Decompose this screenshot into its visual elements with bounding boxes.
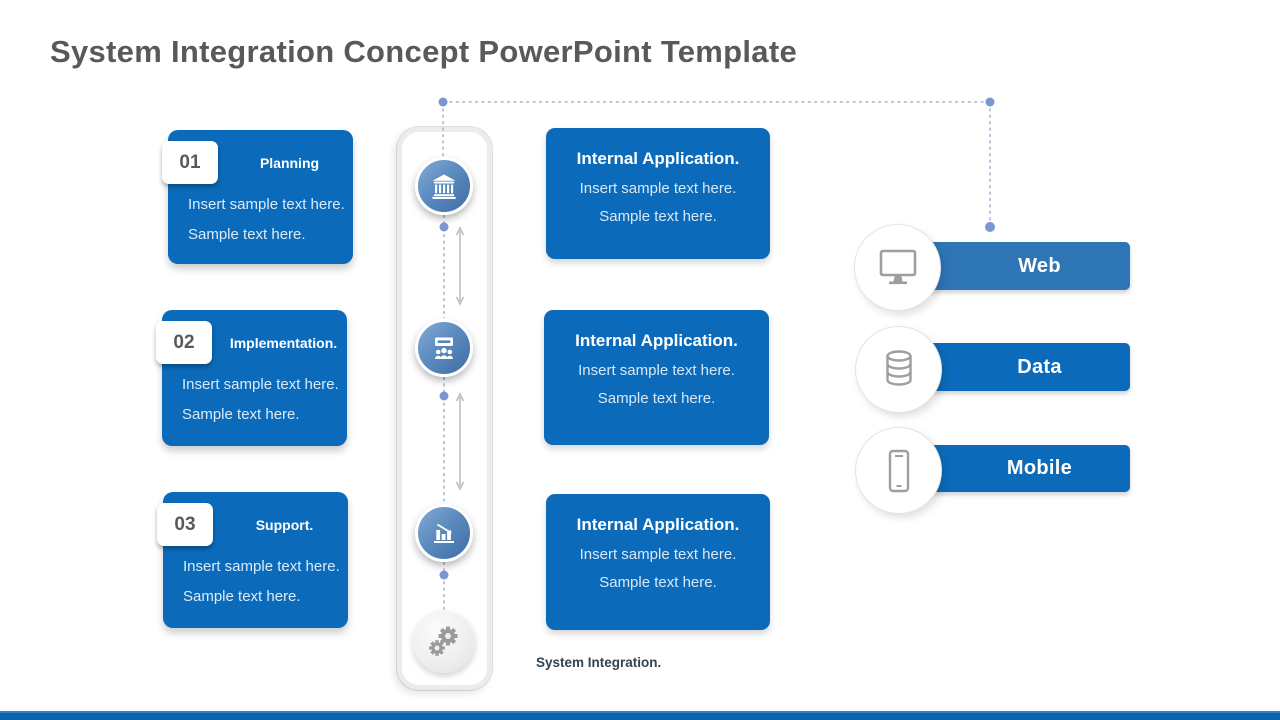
step-card-support: 03 Support. Insert sample text here. Sam… (157, 492, 348, 628)
bank-icon (432, 174, 456, 199)
platform-icon-circle-data (855, 326, 942, 413)
internal-application-card: Internal Application. Insert sample text… (544, 310, 769, 445)
platform-label: Web (1018, 254, 1061, 277)
step-body-line: Sample text here. (182, 406, 300, 423)
platform-icon-circle-mobile (855, 427, 942, 514)
internal-application-line: Insert sample text here. (579, 546, 737, 563)
step-number-tab: 01 (162, 141, 218, 184)
platform-icon-circle-web (854, 224, 941, 311)
internal-application-title: Internal Application. (576, 149, 740, 168)
step-card-planning: 01 Planning Insert sample text here. Sam… (162, 130, 353, 264)
step-body-line: Sample text here. (183, 588, 301, 605)
pipeline-node-meeting (415, 319, 473, 377)
internal-application-line: Insert sample text here. (578, 362, 735, 379)
internal-application-title: Internal Application. (576, 515, 740, 534)
internal-application-card: Internal Application. Insert sample text… (546, 128, 770, 259)
internal-application-line: Sample text here. (597, 390, 716, 407)
declining-chart-icon (434, 523, 454, 543)
database-icon (885, 349, 912, 386)
pipeline-node-enterprise (415, 157, 473, 215)
step-body: Insert sample text here. Sample text her… (182, 370, 339, 430)
meeting-icon (435, 337, 453, 359)
step-label: Planning (259, 154, 320, 171)
step-label: Implementation. (229, 334, 338, 351)
step-body: Insert sample text here. Sample text her… (183, 552, 340, 612)
platform-label: Mobile (1006, 457, 1073, 479)
step-number: 01 (179, 151, 201, 173)
internal-application-line: Sample text here. (599, 574, 717, 591)
step-body-line: Sample text here. (188, 226, 306, 243)
step-number-tab: 03 (157, 503, 213, 546)
smartphone-icon (888, 449, 909, 492)
pipeline-node-settings (413, 611, 475, 673)
step-label: Support. (255, 516, 314, 533)
platform-label: Data (1017, 355, 1062, 378)
slide-caption: System Integration. (536, 655, 662, 670)
step-body-line: Insert sample text here. (182, 376, 339, 393)
step-body: Insert sample text here. Sample text her… (188, 190, 345, 250)
step-body-line: Insert sample text here. (188, 196, 345, 213)
pipeline-node-analytics (415, 504, 473, 562)
monitor-icon (879, 249, 916, 284)
internal-application-line: Sample text here. (599, 208, 717, 225)
gears-icon (429, 626, 458, 656)
step-number: 03 (174, 513, 196, 535)
internal-application-line: Insert sample text here. (579, 180, 737, 197)
slide-title: System Integration Concept PowerPoint Te… (50, 34, 798, 69)
step-number-tab: 02 (156, 321, 212, 364)
internal-application-card: Internal Application. Insert sample text… (546, 494, 770, 630)
internal-application-title: Internal Application. (575, 331, 738, 350)
step-card-implementation: 02 Implementation. Insert sample text he… (156, 310, 347, 446)
step-body-line: Insert sample text here. (183, 558, 340, 575)
step-number: 02 (173, 331, 195, 353)
footer-accent-bar (0, 711, 1280, 720)
